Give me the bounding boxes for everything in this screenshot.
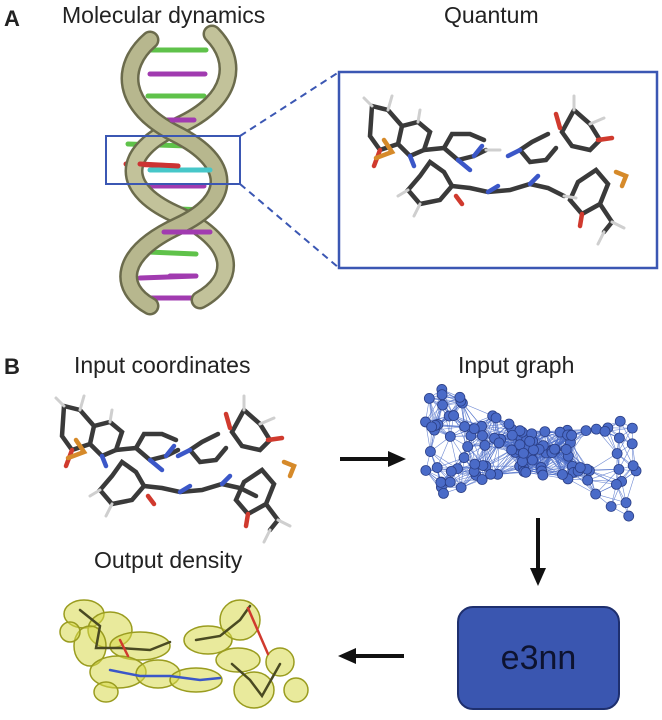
panel-b-label: B — [4, 354, 20, 379]
graph-node — [582, 474, 594, 486]
graph-node — [438, 488, 449, 499]
graph-node — [613, 432, 625, 444]
graph-node — [490, 412, 502, 424]
graph-node — [605, 501, 617, 512]
input-coordinates-molecule — [54, 394, 297, 544]
input-graph — [420, 384, 642, 522]
quantum-title: Quantum — [444, 2, 539, 28]
graph-node — [476, 474, 488, 485]
graph-node — [524, 435, 536, 447]
graph-node — [620, 497, 632, 509]
graph-node — [469, 458, 481, 470]
quantum-molecule — [362, 94, 629, 246]
input-coordinates-title: Input coordinates — [74, 352, 251, 378]
graph-node — [435, 476, 447, 488]
arrow-coords-to-graph — [340, 451, 406, 467]
graph-node — [458, 452, 470, 464]
e3nn-label: e3nn — [500, 638, 577, 677]
graph-node — [560, 444, 572, 455]
graph-node — [557, 469, 568, 480]
graph-node — [454, 391, 466, 403]
graph-node — [425, 446, 436, 457]
graph-node — [611, 448, 623, 459]
graph-node — [468, 423, 480, 435]
output-density-title: Output density — [94, 547, 243, 573]
output-density — [59, 599, 309, 709]
graph-node — [423, 393, 435, 404]
arrow-e3nn-to-density — [338, 648, 404, 664]
graph-node — [445, 465, 457, 477]
e3nn-model-box: e3nn — [457, 606, 620, 710]
graph-node — [477, 430, 488, 442]
helix-selection-box — [105, 135, 241, 185]
graph-node — [539, 426, 551, 437]
graph-node — [493, 437, 505, 449]
graph-node — [623, 510, 635, 522]
graph-node — [431, 462, 443, 473]
graph-node — [420, 465, 432, 476]
zoom-line-bottom — [239, 183, 340, 269]
molecular-dynamics-title: Molecular dynamics — [62, 2, 266, 28]
graph-node — [448, 410, 460, 421]
graph-node — [426, 421, 438, 433]
graph-node — [613, 463, 625, 475]
graph-node — [520, 466, 532, 478]
graph-node — [455, 482, 467, 493]
graph-node — [549, 443, 561, 455]
graph-node — [574, 462, 586, 473]
flow-arrows — [338, 451, 546, 664]
graph-node — [459, 421, 471, 432]
arrow-graph-to-e3nn — [530, 518, 546, 586]
graph-node — [580, 425, 592, 437]
zoom-line-top — [239, 71, 340, 137]
graph-node — [462, 441, 474, 452]
graph-node — [610, 478, 622, 490]
graph-node — [506, 429, 518, 441]
dna-helix — [119, 24, 238, 316]
graph-node — [437, 399, 448, 411]
graph-node — [518, 447, 529, 459]
graph-node — [626, 438, 638, 450]
graph-node — [566, 429, 577, 441]
graph-node — [537, 469, 549, 481]
graph-node — [590, 488, 602, 500]
graph-node — [599, 425, 611, 437]
graph-node — [527, 454, 538, 466]
quantum-frame — [337, 70, 659, 270]
graph-node — [436, 389, 448, 401]
graph-node — [485, 468, 496, 480]
panel-a-label: A — [4, 6, 20, 31]
graph-node — [627, 460, 639, 472]
graph-node — [506, 444, 518, 456]
graph-node — [503, 418, 515, 430]
graph-node — [479, 439, 491, 451]
graph-node — [614, 415, 626, 427]
input-graph-title: Input graph — [458, 352, 575, 378]
graph-node — [444, 431, 456, 442]
graph-node — [444, 476, 456, 488]
graph-node — [626, 422, 638, 434]
